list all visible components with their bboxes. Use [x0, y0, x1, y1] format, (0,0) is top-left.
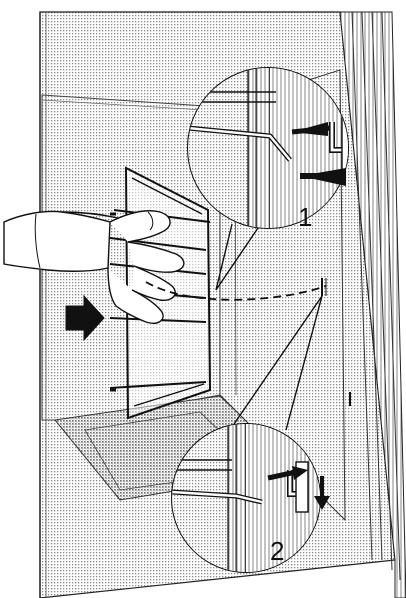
callout-number-2: 2	[270, 536, 284, 566]
callout-number-1: 1	[298, 202, 312, 232]
